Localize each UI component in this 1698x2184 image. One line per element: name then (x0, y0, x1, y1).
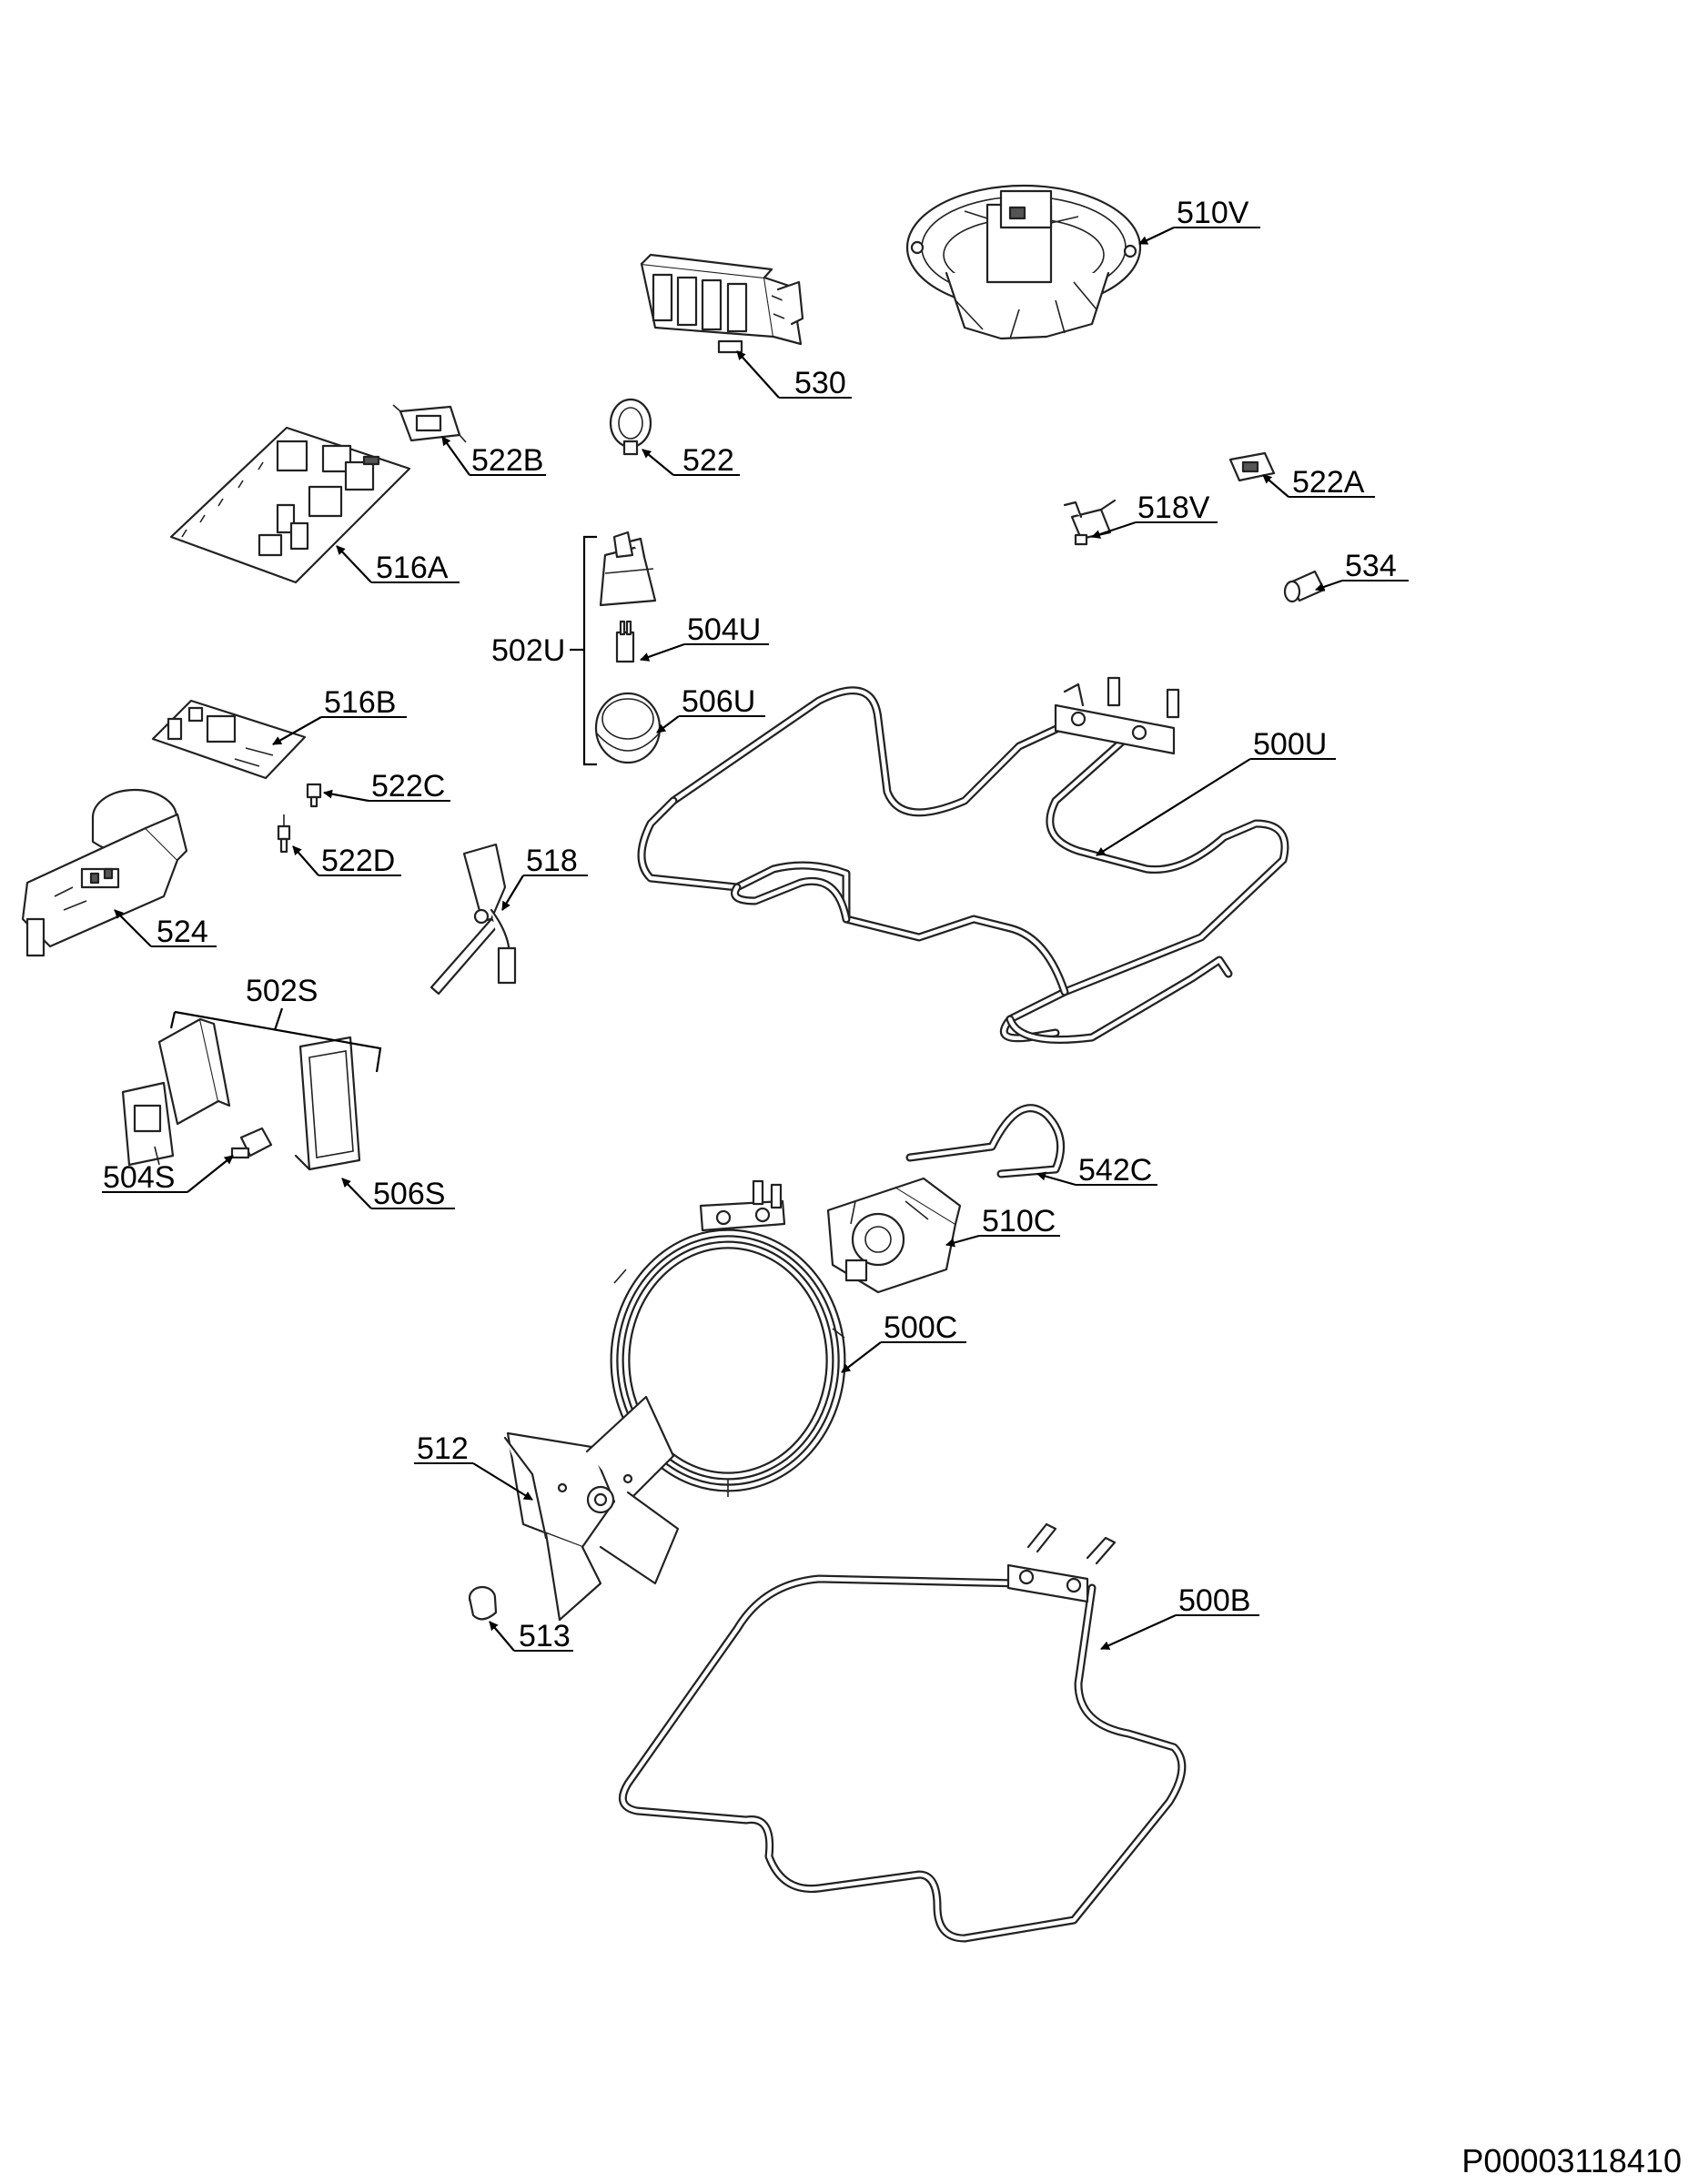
part-500U-grill-element (637, 676, 1289, 1044)
part-500C-circular-element (610, 1179, 846, 1497)
part-512-fan-blade (503, 1395, 680, 1622)
part-500B-bottom-element (618, 1522, 1187, 1943)
part-534-cap (1283, 570, 1326, 603)
callout-534: 534 (1345, 549, 1397, 583)
part-516A-main-pcb (169, 426, 411, 584)
part-510C-fan-motor (826, 1177, 962, 1294)
part-506S-glass-cover (294, 1036, 361, 1171)
callout-522B: 522B (471, 443, 543, 478)
callout-labels: 510V 530 522B 522 516A 522A 518V 534 502… (103, 196, 1397, 1653)
part-518-sensor-probe (430, 843, 517, 996)
part-516B-small-pcb (151, 699, 307, 780)
callout-518: 518 (526, 844, 578, 878)
callout-518V: 518V (1137, 490, 1210, 525)
callout-524: 524 (157, 915, 208, 949)
callout-522D: 522D (321, 844, 395, 878)
callout-506U: 506U (682, 684, 755, 719)
part-510V-fan-motor (905, 184, 1142, 340)
part-530-terminal-block (640, 253, 804, 354)
part-522-thermostat (609, 398, 652, 456)
part-522A-clip (1228, 451, 1276, 482)
callout-542C: 542C (1078, 1153, 1152, 1188)
part-522C-pin (306, 783, 322, 808)
part-513-nut (468, 1585, 498, 1621)
callout-506S: 506S (373, 1177, 445, 1211)
callout-500C: 500C (884, 1310, 957, 1345)
callout-502U: 502U (491, 633, 565, 668)
part-518V-bracket (1063, 499, 1117, 546)
callout-510V: 510V (1177, 196, 1249, 230)
leader-lines (102, 227, 1409, 1652)
callout-516B: 516B (324, 685, 396, 720)
callout-512: 512 (417, 1431, 469, 1466)
callout-530: 530 (794, 366, 846, 400)
callout-513: 513 (519, 1619, 571, 1653)
part-542C-clamp (905, 1104, 1066, 1178)
callout-516A: 516A (376, 551, 449, 585)
callout-500B: 500B (1178, 1583, 1250, 1618)
part-504S-bulb (230, 1127, 273, 1159)
callout-504U: 504U (687, 612, 761, 647)
part-524-door-lock (21, 788, 188, 957)
document-id: P00003118410 (1461, 2142, 1682, 2179)
callout-504S: 504S (103, 1160, 175, 1195)
callout-522: 522 (682, 443, 734, 478)
callout-500U: 500U (1253, 727, 1327, 762)
callout-502S: 502S (246, 974, 318, 1008)
part-522D-pin (277, 814, 291, 854)
part-502S-side-lamp-housing (121, 1017, 231, 1167)
callout-522A: 522A (1292, 465, 1365, 500)
part-522B-holder (392, 404, 467, 443)
callout-522C: 522C (371, 769, 445, 804)
callout-510C: 510C (982, 1204, 1056, 1239)
part-502U-lamp-assembly (594, 531, 662, 764)
